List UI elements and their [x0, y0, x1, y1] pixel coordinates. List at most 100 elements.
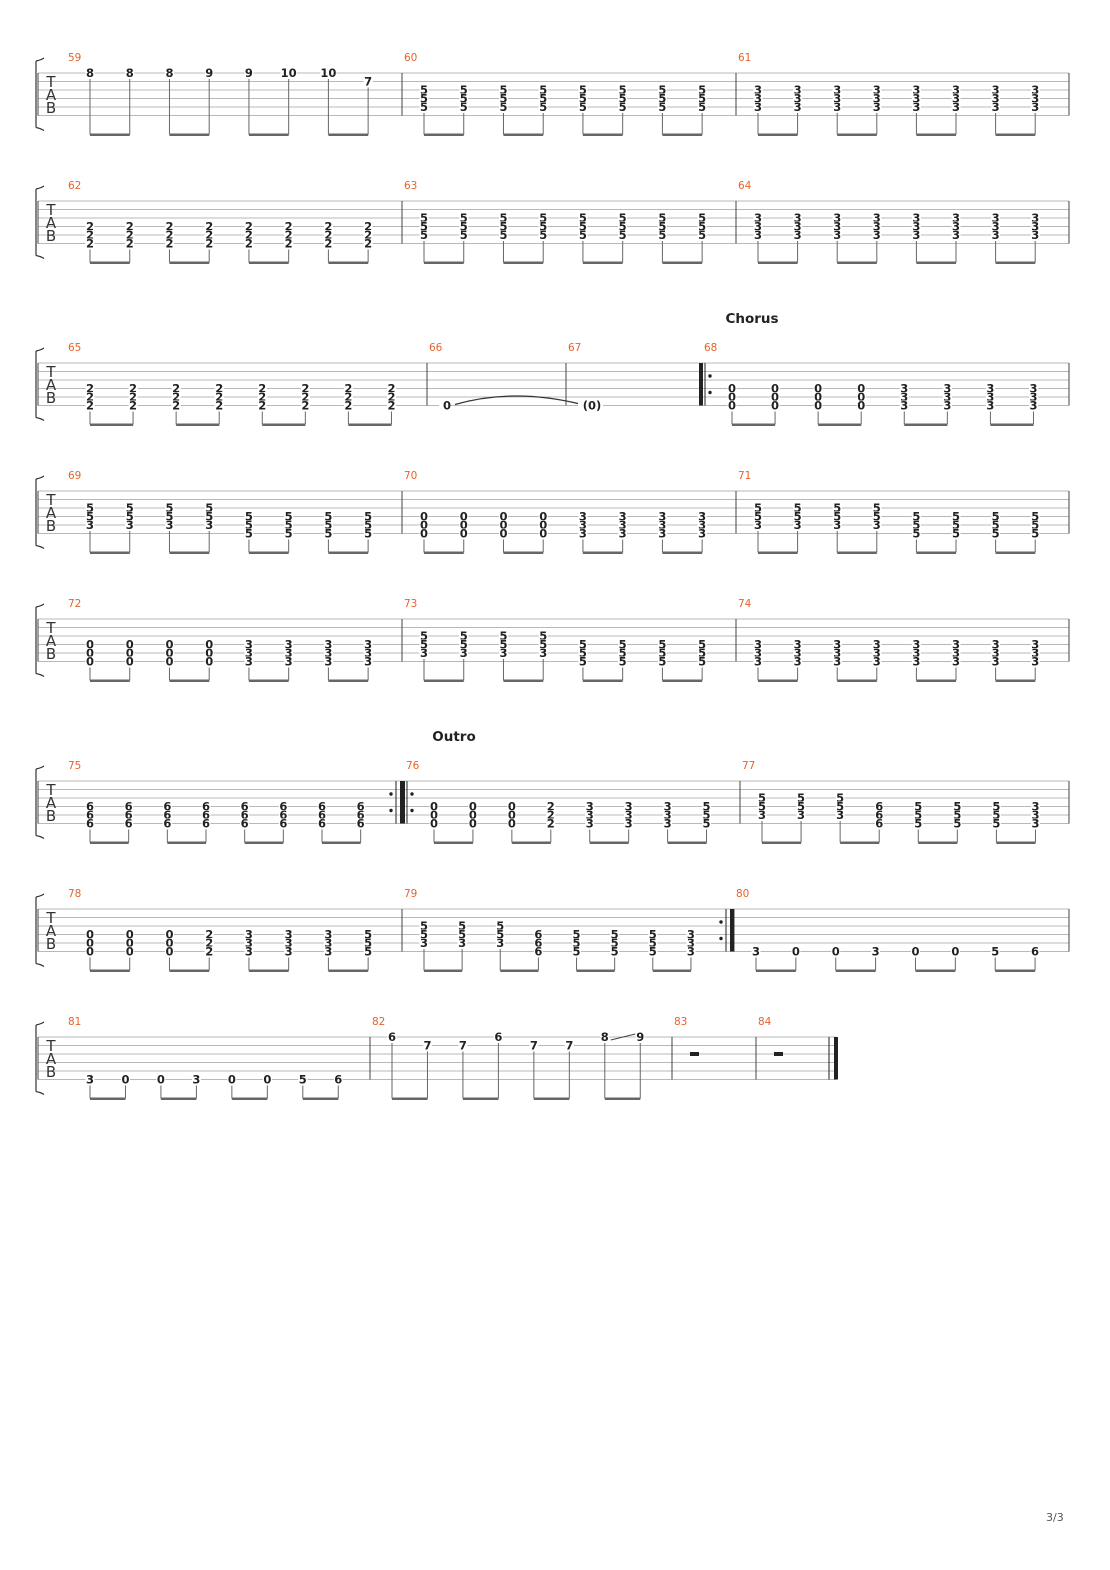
beat-column: 000 [507, 800, 517, 843]
measure-number: 68 [704, 342, 717, 354]
beam [662, 133, 703, 136]
fret-number: 5 [205, 510, 213, 524]
measure-number: 67 [568, 342, 581, 354]
beat-column: 333 [697, 510, 707, 553]
fret-bg [1030, 85, 1040, 95]
fret-number: 0 [86, 936, 94, 950]
fret-bg [244, 230, 254, 240]
fret-bg [125, 639, 135, 650]
fret-bg [648, 929, 658, 940]
fret-number: 5 [953, 817, 961, 831]
fret-bg [697, 639, 707, 650]
fret-bg [387, 1032, 397, 1042]
fret-number: 5 [658, 83, 666, 97]
fret-number: 3 [126, 518, 134, 532]
fret-bg [951, 221, 961, 232]
fret-bg [911, 213, 921, 223]
beam [90, 969, 130, 972]
fret-bg [125, 520, 135, 530]
fret-bg [85, 221, 95, 232]
fret-bg [727, 392, 737, 402]
fret-bg [657, 102, 667, 112]
tab-clef-letter: T [45, 73, 56, 91]
fret-bg [284, 221, 294, 232]
fret-number: 3 [952, 638, 960, 652]
fret-bg [657, 528, 667, 539]
beam [837, 261, 877, 264]
fret-bg [85, 810, 95, 820]
beat-column: 000 [85, 638, 95, 681]
fret-number: 0 [165, 638, 173, 652]
beat-column: 666 [317, 800, 327, 843]
fret-number: 5 [914, 808, 922, 822]
beat-column: 555 [657, 638, 667, 681]
fret-bg [125, 511, 135, 522]
fret-bg [942, 400, 952, 411]
fret-bg [363, 938, 373, 948]
beat-column: 555 [991, 800, 1001, 843]
fret-bg [85, 392, 95, 402]
fret-bg [386, 383, 396, 394]
fret-number: 3 [900, 382, 908, 396]
fret-bg [419, 511, 429, 522]
fret-number: 5 [992, 510, 1000, 524]
fret-number: 0 [499, 527, 507, 541]
fret-bg [793, 85, 803, 95]
beat-column: 000 [538, 510, 548, 553]
fret-number: 3 [992, 655, 1000, 669]
fret-number: 2 [172, 399, 180, 413]
fret-number: 5 [758, 791, 766, 805]
fret-bg [686, 938, 696, 948]
fret-number: 2 [547, 800, 555, 814]
fret-bg [363, 221, 373, 232]
fret-bg [171, 392, 181, 402]
fret-number: 0 [430, 800, 438, 814]
beat-column: 553 [832, 501, 842, 553]
fret-number: 6 [125, 817, 133, 831]
beat-column: 333 [899, 382, 909, 425]
beam [169, 679, 210, 682]
fret-bg [320, 68, 337, 78]
beat-column: 553 [872, 501, 882, 553]
fret-bg [753, 221, 763, 232]
fret-number: 3 [539, 646, 547, 660]
fret-bg [578, 528, 588, 539]
fret-bg [214, 383, 224, 394]
fret-bg [1028, 400, 1038, 411]
beat-column: 222 [204, 928, 214, 971]
fret-number: 5 [539, 83, 547, 97]
beam [995, 133, 1036, 136]
fret-bg [85, 511, 95, 522]
fret-number: 2 [301, 390, 309, 404]
beam [348, 423, 392, 426]
beat-column: 333 [832, 638, 842, 681]
fret-number: 6 [534, 928, 542, 942]
beam [248, 261, 289, 264]
fret-number: 3 [912, 655, 920, 669]
fret-number: 5 [619, 83, 627, 97]
fret-number: 2 [165, 228, 173, 242]
fret-number: 3 [324, 928, 332, 942]
fret-number: 6 [163, 817, 171, 831]
fret-bg [578, 399, 603, 412]
rest-symbol [774, 1052, 783, 1056]
fret-bg [618, 656, 628, 667]
beam [167, 841, 206, 844]
fret-bg [85, 818, 95, 829]
repeat-dot [708, 390, 712, 395]
fret-number: 0 [792, 945, 800, 959]
fret-bg [618, 648, 628, 658]
fret-bg [439, 399, 450, 412]
fret-number: 3 [952, 228, 960, 242]
tab-clef-letter: T [45, 1037, 56, 1055]
beat-column: 222 [171, 382, 181, 425]
fret-number: 3 [754, 220, 762, 234]
beam [392, 1097, 428, 1100]
beat-column: 555 [618, 83, 628, 135]
fret-bg [171, 383, 181, 394]
fret-number: 2 [126, 237, 134, 251]
fret-number: 0 [508, 817, 516, 831]
fret-bg [125, 503, 135, 513]
fret-number: 3 [285, 945, 293, 959]
beat-column: 333 [793, 83, 803, 135]
